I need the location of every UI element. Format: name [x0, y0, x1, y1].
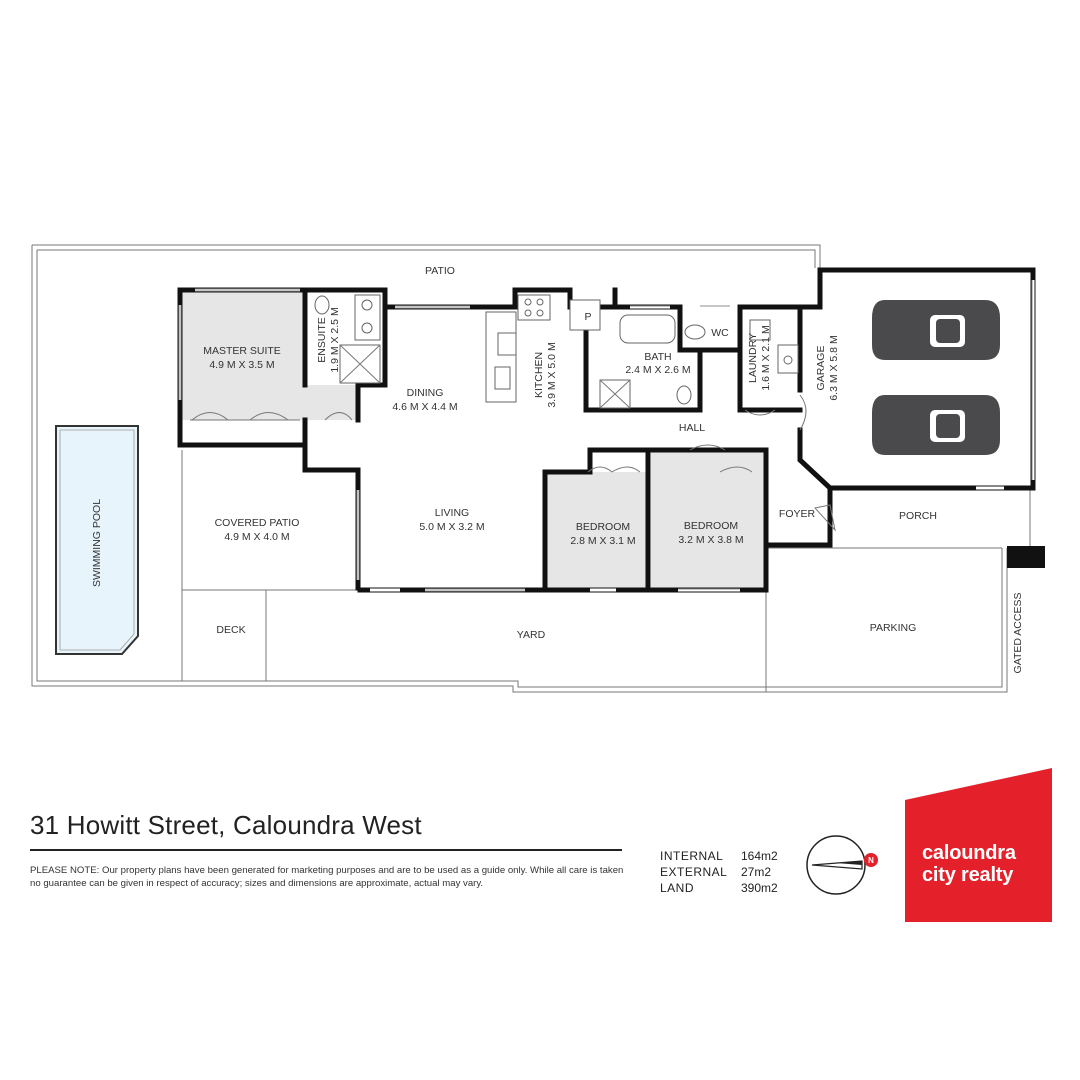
- area-value: 27m2: [741, 865, 772, 879]
- label-laundry: LAUNDRY: [747, 333, 759, 383]
- compass-north-label: N: [868, 856, 874, 865]
- label-covered-patio: COVERED PATIO: [215, 517, 300, 529]
- label-covered-patio-dims: 4.9 M X 4.0 M: [224, 531, 289, 543]
- label-porch: PORCH: [899, 510, 937, 522]
- label-living: LIVING: [435, 507, 469, 519]
- kitchen-fixtures: [485, 294, 601, 403]
- disclaimer-note: PLEASE NOTE: Our property plans have bee…: [30, 865, 624, 889]
- label-wc: WC: [711, 327, 729, 339]
- area-label: INTERNAL: [660, 849, 724, 863]
- label-ensuite-dims: 1.9 M X 2.5 M: [329, 307, 341, 372]
- label-bedroom-3: BEDROOM: [684, 520, 738, 532]
- windows: [178, 280, 1035, 592]
- label-master-suite-dims: 4.9 M X 3.5 M: [209, 359, 274, 371]
- label-laundry-dims: 1.6 M X 2.1 M: [760, 325, 772, 390]
- label-living-dims: 5.0 M X 3.2 M: [419, 521, 484, 533]
- address-street: 31 Howitt Street,: [30, 810, 226, 840]
- brand-line-1: caloundra: [922, 842, 1016, 864]
- window-frames: [178, 280, 1033, 592]
- area-value: 164m2: [741, 849, 778, 863]
- label-foyer: FOYER: [779, 508, 816, 520]
- label-dining-dims: 4.6 M X 4.4 M: [392, 401, 457, 413]
- label-parking: PARKING: [870, 622, 916, 634]
- pool-inner: [59, 429, 135, 651]
- area-row: EXTERNAL 27m2: [660, 864, 801, 880]
- label-bedroom-3-dims: 3.2 M X 3.8 M: [678, 534, 743, 546]
- brand-line-2: city realty: [922, 864, 1014, 886]
- wardrobe-doors: [190, 394, 836, 532]
- room-labels: PATIO MASTER SUITE 4.9 M X 3.5 M ENSUITE…: [91, 265, 1024, 673]
- label-bath-dims: 2.4 M X 2.6 M: [625, 364, 690, 376]
- label-kitchen-dims: 3.9 M X 5.0 M: [546, 342, 558, 407]
- area-row: LAND 390m2: [660, 880, 801, 896]
- master-suite-floor: [182, 290, 358, 420]
- ensuite-fixtures: [314, 294, 381, 384]
- swimming-pool: [55, 425, 139, 655]
- label-ensuite: ENSUITE: [316, 317, 328, 363]
- address-suburb: Caloundra West: [233, 810, 422, 840]
- brand-logo: [905, 768, 1052, 922]
- bedroom-2-floor: [545, 472, 648, 588]
- land-boundary: [31, 244, 1031, 693]
- label-gated-access: GATED ACCESS: [1012, 593, 1024, 674]
- compass-icon: N: [806, 835, 878, 895]
- label-swimming-pool: SWIMMING POOL: [91, 499, 103, 587]
- label-garage: GARAGE: [815, 346, 827, 391]
- label-patio: PATIO: [425, 265, 455, 277]
- area-value: 390m2: [741, 881, 778, 895]
- bedroom-3-floor: [651, 450, 766, 588]
- label-bath: BATH: [644, 351, 671, 363]
- brand-name: caloundra city realty: [922, 842, 1047, 886]
- area-label: LAND: [660, 881, 695, 895]
- label-yard: YARD: [517, 629, 546, 641]
- label-deck: DECK: [216, 624, 245, 636]
- label-bedroom-2: BEDROOM: [576, 521, 630, 533]
- area-row: INTERNAL 164m2: [660, 848, 801, 864]
- label-dining: DINING: [407, 387, 444, 399]
- label-bedroom-2-dims: 2.8 M X 3.1 M: [570, 535, 635, 547]
- property-address: 31 Howitt Street, Caloundra West: [30, 810, 422, 841]
- label-master-suite: MASTER SUITE: [203, 345, 281, 357]
- label-pantry: P: [584, 311, 591, 323]
- label-kitchen: KITCHEN: [533, 352, 545, 398]
- label-hall: HALL: [679, 422, 705, 434]
- label-garage-dims: 6.3 M X 5.8 M: [828, 335, 840, 400]
- car-icon: [872, 300, 1000, 455]
- bath-fixtures: [599, 314, 799, 409]
- area-label: EXTERNAL: [660, 865, 728, 879]
- title-divider: [30, 849, 622, 851]
- area-summary: INTERNAL 164m2 EXTERNAL 27m2 LAND 390m2: [660, 848, 801, 896]
